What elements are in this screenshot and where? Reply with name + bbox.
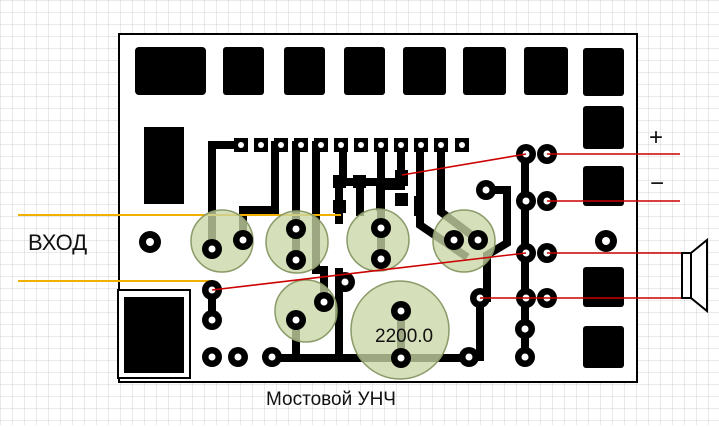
round-pads (139, 144, 617, 368)
top-pad (284, 47, 325, 95)
ic-pin-holes (238, 142, 465, 148)
capacitor (432, 209, 496, 273)
top-pad (524, 47, 568, 95)
power-wires (211, 153, 682, 299)
right-pad (583, 326, 624, 368)
capacitor (265, 210, 329, 274)
mid-vias (333, 170, 408, 213)
top-pad (135, 47, 206, 95)
right-pad (583, 166, 624, 206)
right-pad (583, 106, 624, 149)
top-pad-row (135, 47, 568, 95)
right-pad-column (583, 48, 624, 368)
input-label: ВХОД (28, 230, 88, 255)
speaker-icon (681, 237, 708, 314)
plus-label: + (649, 124, 664, 151)
left-rect-pad (144, 127, 184, 204)
big-capacitor (350, 280, 450, 380)
top-pad (403, 47, 446, 95)
bottom-left-pad (124, 297, 184, 373)
diagram-title: Мостовой УНЧ (266, 389, 396, 410)
capacitor-value-label: 2200.0 (375, 326, 434, 347)
right-pad (583, 267, 624, 307)
top-pad (463, 47, 506, 95)
top-pad (223, 47, 264, 95)
right-pad (583, 48, 624, 96)
minus-label: − (650, 170, 665, 197)
top-pad (344, 47, 385, 95)
